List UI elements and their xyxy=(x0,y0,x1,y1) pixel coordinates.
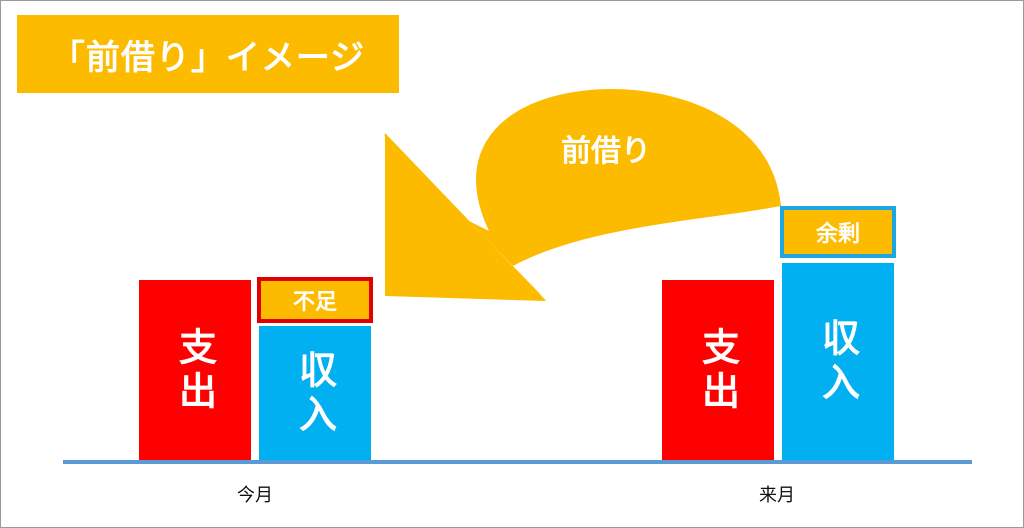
next-month-expense-label: 支出 xyxy=(695,326,740,415)
borrow-arrow-shape xyxy=(383,88,781,304)
borrow-arrow-head xyxy=(385,133,546,301)
shortage-tag: 不足 xyxy=(257,277,373,323)
surplus-tag-label: 余剰 xyxy=(815,222,860,247)
shortage-tag-label: 不足 xyxy=(292,290,337,315)
this-month-expense-bar: 支出 xyxy=(139,280,251,461)
baseline-axis xyxy=(63,460,972,464)
this-month-expense-label: 支出 xyxy=(172,326,217,415)
next-month-expense-bar: 支出 xyxy=(662,280,774,461)
borrow-arrow-label: 前借り xyxy=(561,134,651,169)
this-month-income-label: 収入 xyxy=(292,349,337,438)
title-banner: 「前借り」イメージ xyxy=(17,15,399,93)
page-title: 「前借り」イメージ xyxy=(50,37,366,78)
next-month-income-bar: 収入 xyxy=(782,263,894,461)
next-month-income-label: 収入 xyxy=(815,318,860,406)
next-month-label: 来月 xyxy=(759,485,795,506)
this-month-income-bar: 収入 xyxy=(259,326,371,461)
this-month-label: 今月 xyxy=(237,485,273,506)
surplus-tag: 余剰 xyxy=(780,206,896,258)
